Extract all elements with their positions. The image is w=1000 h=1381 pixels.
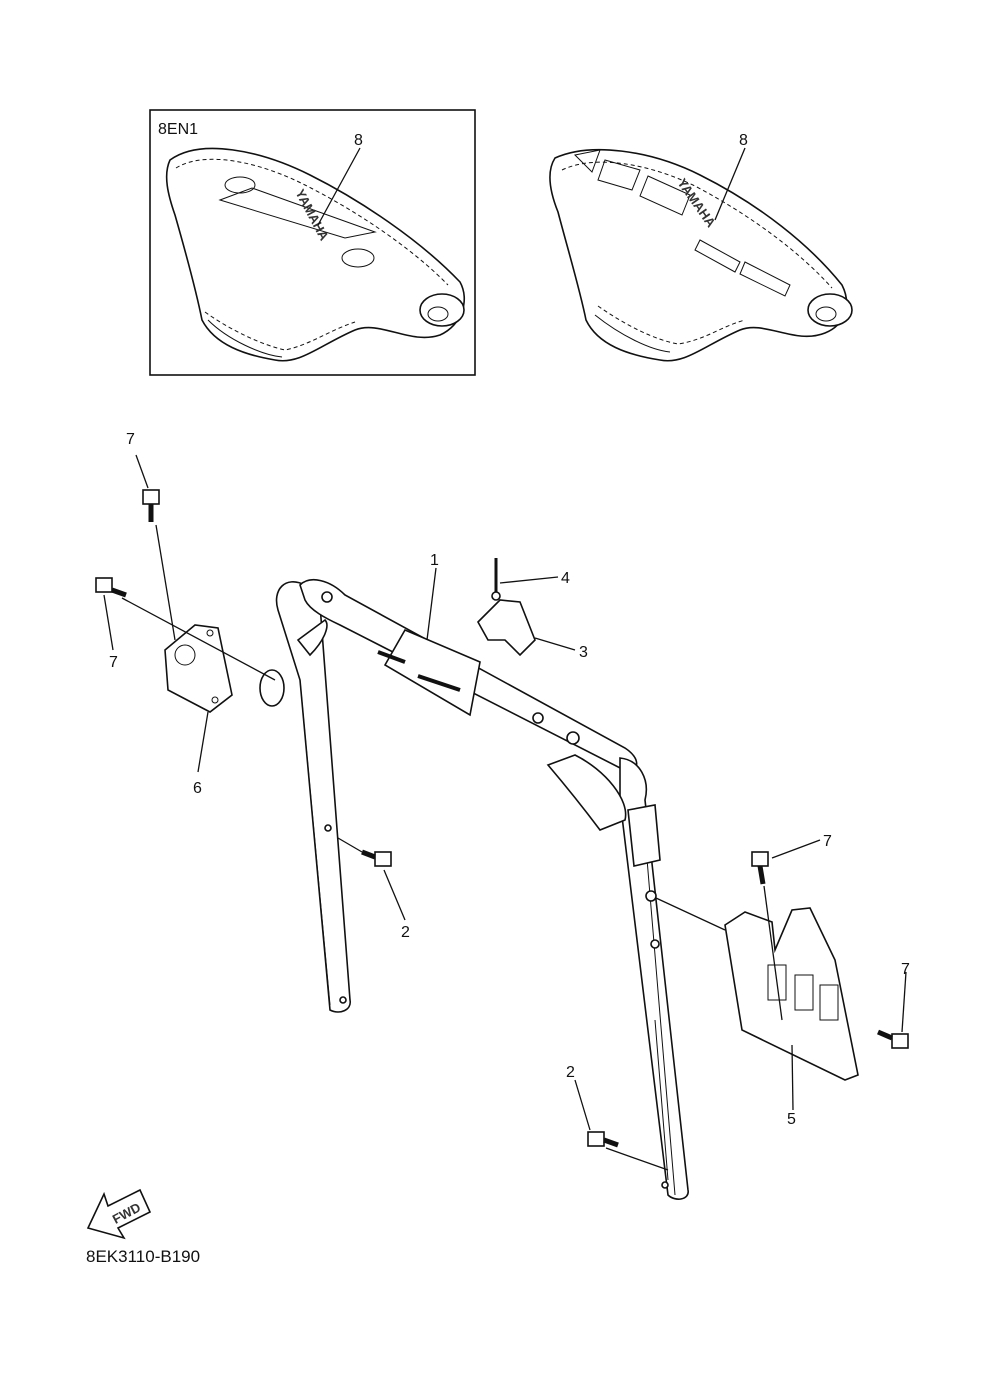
callout-2-center: 2 [401,924,410,941]
callout-7-top-left: 7 [126,431,135,448]
bolt-7-top-left [142,489,160,522]
inset-label: 8EN1 [158,121,198,138]
callout-7-right: 7 [901,961,910,978]
rivet-4 [491,558,501,601]
frame-part-1 [259,579,689,1200]
diagram-code: 8EK3110-B190 [86,1247,200,1266]
leader-lines [103,147,907,1171]
inset-8en1: 8EN1 [149,109,476,376]
inset-frame [149,109,476,376]
callout-8-inset: 8 [354,132,363,149]
callout-2-bottom: 2 [566,1064,575,1081]
callout-3: 3 [579,644,588,661]
bolt-2-center [361,849,392,867]
callout-5: 5 [787,1111,796,1128]
bolt-7-right [877,1029,909,1049]
callout-4: 4 [561,570,570,587]
callout-1: 1 [430,552,439,569]
bolt-7-left [95,577,127,598]
callout-8-main: 8 [739,132,748,149]
callout-7-left: 7 [109,654,118,671]
plate-6 [164,624,233,713]
callout-6: 6 [193,780,202,797]
fwd-arrow: FWD [86,1188,152,1240]
plate-5 [724,907,859,1081]
bolts [95,489,909,1148]
callout-7-right-top: 7 [823,833,832,850]
bolt-7-right-top [751,851,769,885]
clip-3 [477,599,536,657]
seat-8en1: YAMAHA [165,147,465,362]
bolt-2-bottom [587,1131,619,1148]
callouts: 8 8 7 7 1 4 3 6 2 7 7 5 2 [109,132,910,1128]
seat-main: YAMAHA [549,148,853,362]
